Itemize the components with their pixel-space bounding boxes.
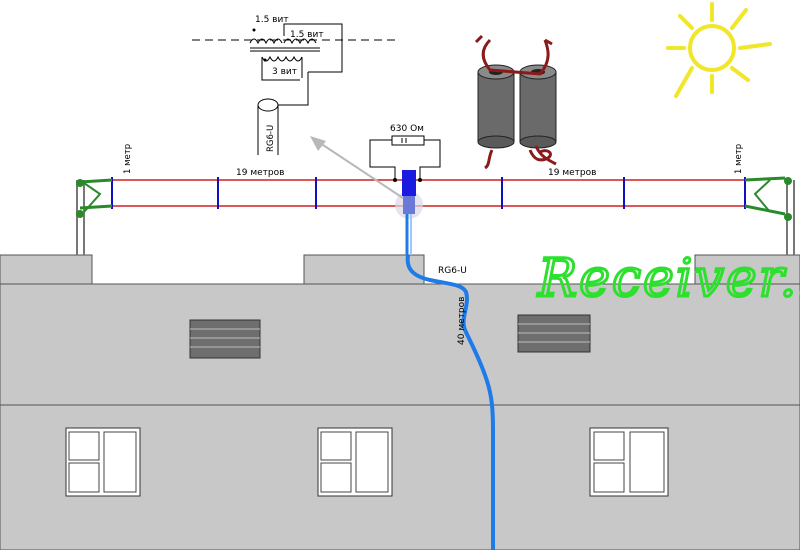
watermark: Receiver.by — [537, 249, 800, 309]
feed-cable — [405, 214, 495, 550]
roof-block-right — [694, 254, 800, 285]
feed-length-label: 40 метров — [457, 297, 467, 345]
insulator-right — [744, 176, 792, 221]
resistor-icon — [391, 135, 425, 146]
feed-cable-label: RG6-U — [438, 266, 467, 276]
window-right — [589, 427, 669, 497]
roof-block-center — [303, 254, 425, 285]
schematic-pointer-arrow — [310, 136, 404, 199]
span-right-label: 19 метров — [548, 168, 596, 178]
mast-right-height-label: 1 метр — [734, 144, 744, 174]
coil-top-right-label: 1.5 вит — [290, 30, 324, 40]
vent-left — [189, 319, 261, 359]
vent-right — [517, 314, 591, 353]
coax-transformer-label: RG6-U — [266, 125, 276, 152]
balun-block-lower — [403, 196, 415, 214]
coil-top-right — [283, 38, 317, 45]
insulator-left — [76, 178, 113, 218]
span-left-label: 19 метров — [236, 168, 284, 178]
coil-top-left — [249, 38, 283, 45]
resistor-loop: 630 Ом — [369, 124, 441, 182]
window-left — [65, 427, 141, 497]
schematic: 1.5 вит 1.5 вит 3 вит RG6-U — [192, 15, 400, 155]
feed-cable-line — [405, 254, 495, 550]
roof-block-left — [0, 254, 93, 285]
coil-bottom-label: 3 вит — [272, 67, 297, 77]
coil-bottom — [261, 55, 303, 62]
building-upper-wall — [0, 283, 800, 406]
antenna-wires — [111, 177, 746, 209]
resistor-label: 630 Ом — [390, 124, 424, 134]
building — [0, 254, 800, 550]
coil-top-left-label: 1.5 вит — [255, 15, 289, 25]
balun-block — [402, 170, 416, 196]
mast-left-height-label: 1 метр — [123, 144, 133, 174]
ferrite-cores-icon — [474, 34, 557, 170]
mast-left — [76, 180, 85, 255]
window-center — [317, 427, 393, 497]
sun-icon — [666, 2, 772, 98]
